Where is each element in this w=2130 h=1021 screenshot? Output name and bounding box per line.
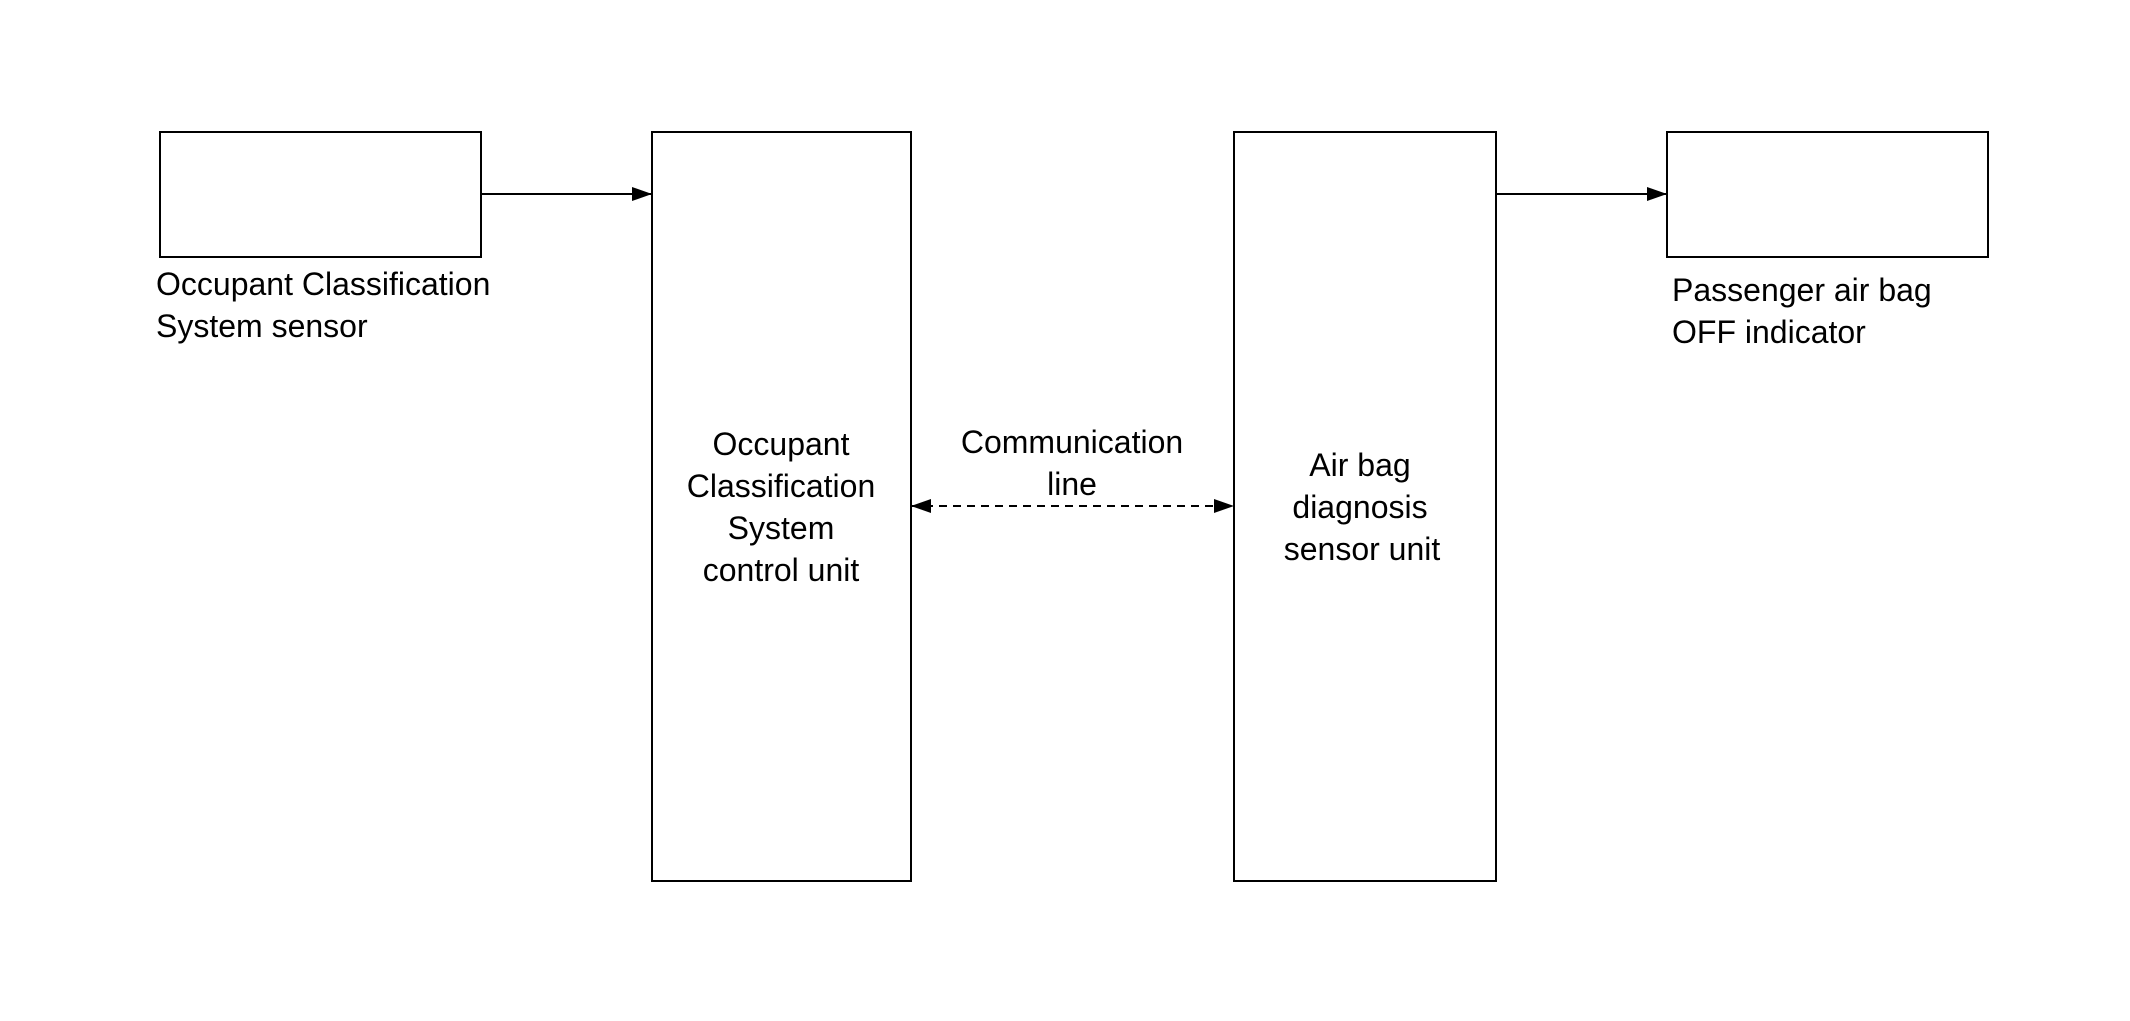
airbag-diagnosis-sensor-unit-label-line2: diagnosis [1292,489,1427,525]
ocs-control-unit-label-line4: control unit [703,552,860,588]
ocs-sensor-label-line1: Occupant Classification [156,266,490,302]
ocs-control-unit-label-line1: Occupant [713,426,850,462]
ocs-control-unit-label-line2: Classification [687,468,876,504]
airbag-diagnosis-sensor-unit-box [1233,131,1497,882]
ocs-control-unit-label-line3: System [728,510,835,546]
ocs-control-unit-box [651,131,912,882]
passenger-airbag-off-indicator-label-line1: Passenger air bag [1672,272,1932,308]
ocs-sensor-label-line2: System sensor [156,308,368,344]
ocs-sensor-box [159,131,482,258]
communication-line-label-line2: line [1047,466,1097,502]
airbag-diagnosis-sensor-unit-label-line3: sensor unit [1284,531,1441,567]
communication-line-label-line1: Communication [961,424,1183,460]
airbag-diagnosis-sensor-unit-label-line1: Air bag [1309,447,1410,483]
passenger-airbag-off-indicator-label-line2: OFF indicator [1672,314,1866,350]
passenger-airbag-off-indicator-box [1666,131,1989,258]
